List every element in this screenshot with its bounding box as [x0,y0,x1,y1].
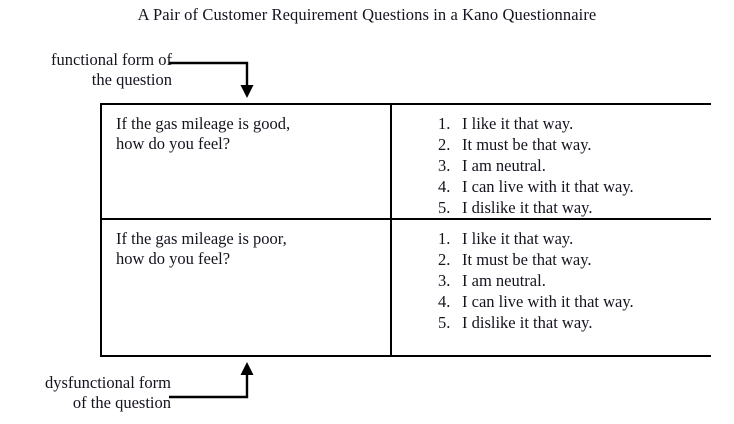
answer-label: I can live with it that way. [462,177,634,196]
answer-number: 5. [438,313,451,332]
answers-cell-dysfunctional: 1. I like it that way. 2. It must be that … [391,218,711,355]
functional-form-label-line1: functional form of [51,50,172,69]
answer-label: It must be that way. [462,250,592,269]
answer-number: 2. [438,250,451,269]
list-item[interactable]: 1. I like it that way. [438,113,711,134]
dysfunctional-form-label: dysfunctional form of the question [0,373,171,413]
kano-questionnaire-table: If the gas mileage is good, how do you f… [100,103,711,357]
list-item[interactable]: 5. I dislike it that way. [438,312,711,333]
answer-number: 1. [438,114,451,133]
answer-label: I dislike it that way. [462,198,593,217]
question-text-line2: how do you feel? [116,249,231,268]
answers-cell-functional: 1. I like it that way. 2. It must be that … [391,105,711,219]
answer-number: 1. [438,229,451,248]
dysfunctional-form-label-line2: of the question [72,393,171,412]
answer-number: 5. [438,198,451,217]
table-row: If the gas mileage is poor, how do you f… [102,218,711,355]
question-text: If the gas mileage is good, how do you f… [116,114,366,154]
page-title: A Pair of Customer Requirement Questions… [137,5,597,24]
functional-form-label-line2: the question [91,70,172,89]
question-cell-dysfunctional: If the gas mileage is poor, how do you f… [102,218,392,355]
answer-label: I like it that way. [462,114,574,133]
list-item[interactable]: 4. I can live with it that way. [438,176,711,197]
list-item[interactable]: 2. It must be that way. [438,134,711,155]
functional-form-label: functional form of the question [0,50,172,90]
dysfunctional-form-arrow-up-icon [169,362,254,399]
answer-label: I can live with it that way. [462,292,634,311]
question-text-line1: If the gas mileage is poor, [116,229,287,248]
answer-number: 3. [438,156,451,175]
list-item[interactable]: 1. I like it that way. [438,228,711,249]
answer-label: I am neutral. [462,271,546,290]
table-row: If the gas mileage is good, how do you f… [102,105,711,219]
answer-number: 4. [438,177,451,196]
answer-number: 3. [438,271,451,290]
answer-label: I am neutral. [462,156,546,175]
question-text-line2: how do you feel? [116,134,231,153]
answer-number: 2. [438,135,451,154]
dysfunctional-form-label-line1: dysfunctional form [44,373,171,392]
answer-list: 1. I like it that way. 2. It must be that … [392,113,711,218]
question-cell-functional: If the gas mileage is good, how do you f… [102,105,392,219]
list-item[interactable]: 3. I am neutral. [438,270,711,291]
answer-number: 4. [438,292,451,311]
question-text: If the gas mileage is poor, how do you f… [116,229,366,269]
answer-list: 1. I like it that way. 2. It must be that … [392,228,711,333]
list-item[interactable]: 3. I am neutral. [438,155,711,176]
list-item[interactable]: 2. It must be that way. [438,249,711,270]
question-text-line1: If the gas mileage is good, [116,114,291,133]
functional-form-arrow-down-icon [169,61,254,98]
answer-label: I like it that way. [462,229,574,248]
list-item[interactable]: 4. I can live with it that way. [438,291,711,312]
answer-label: It must be that way. [462,135,592,154]
list-item[interactable]: 5. I dislike it that way. [438,197,711,218]
answer-label: I dislike it that way. [462,313,593,332]
